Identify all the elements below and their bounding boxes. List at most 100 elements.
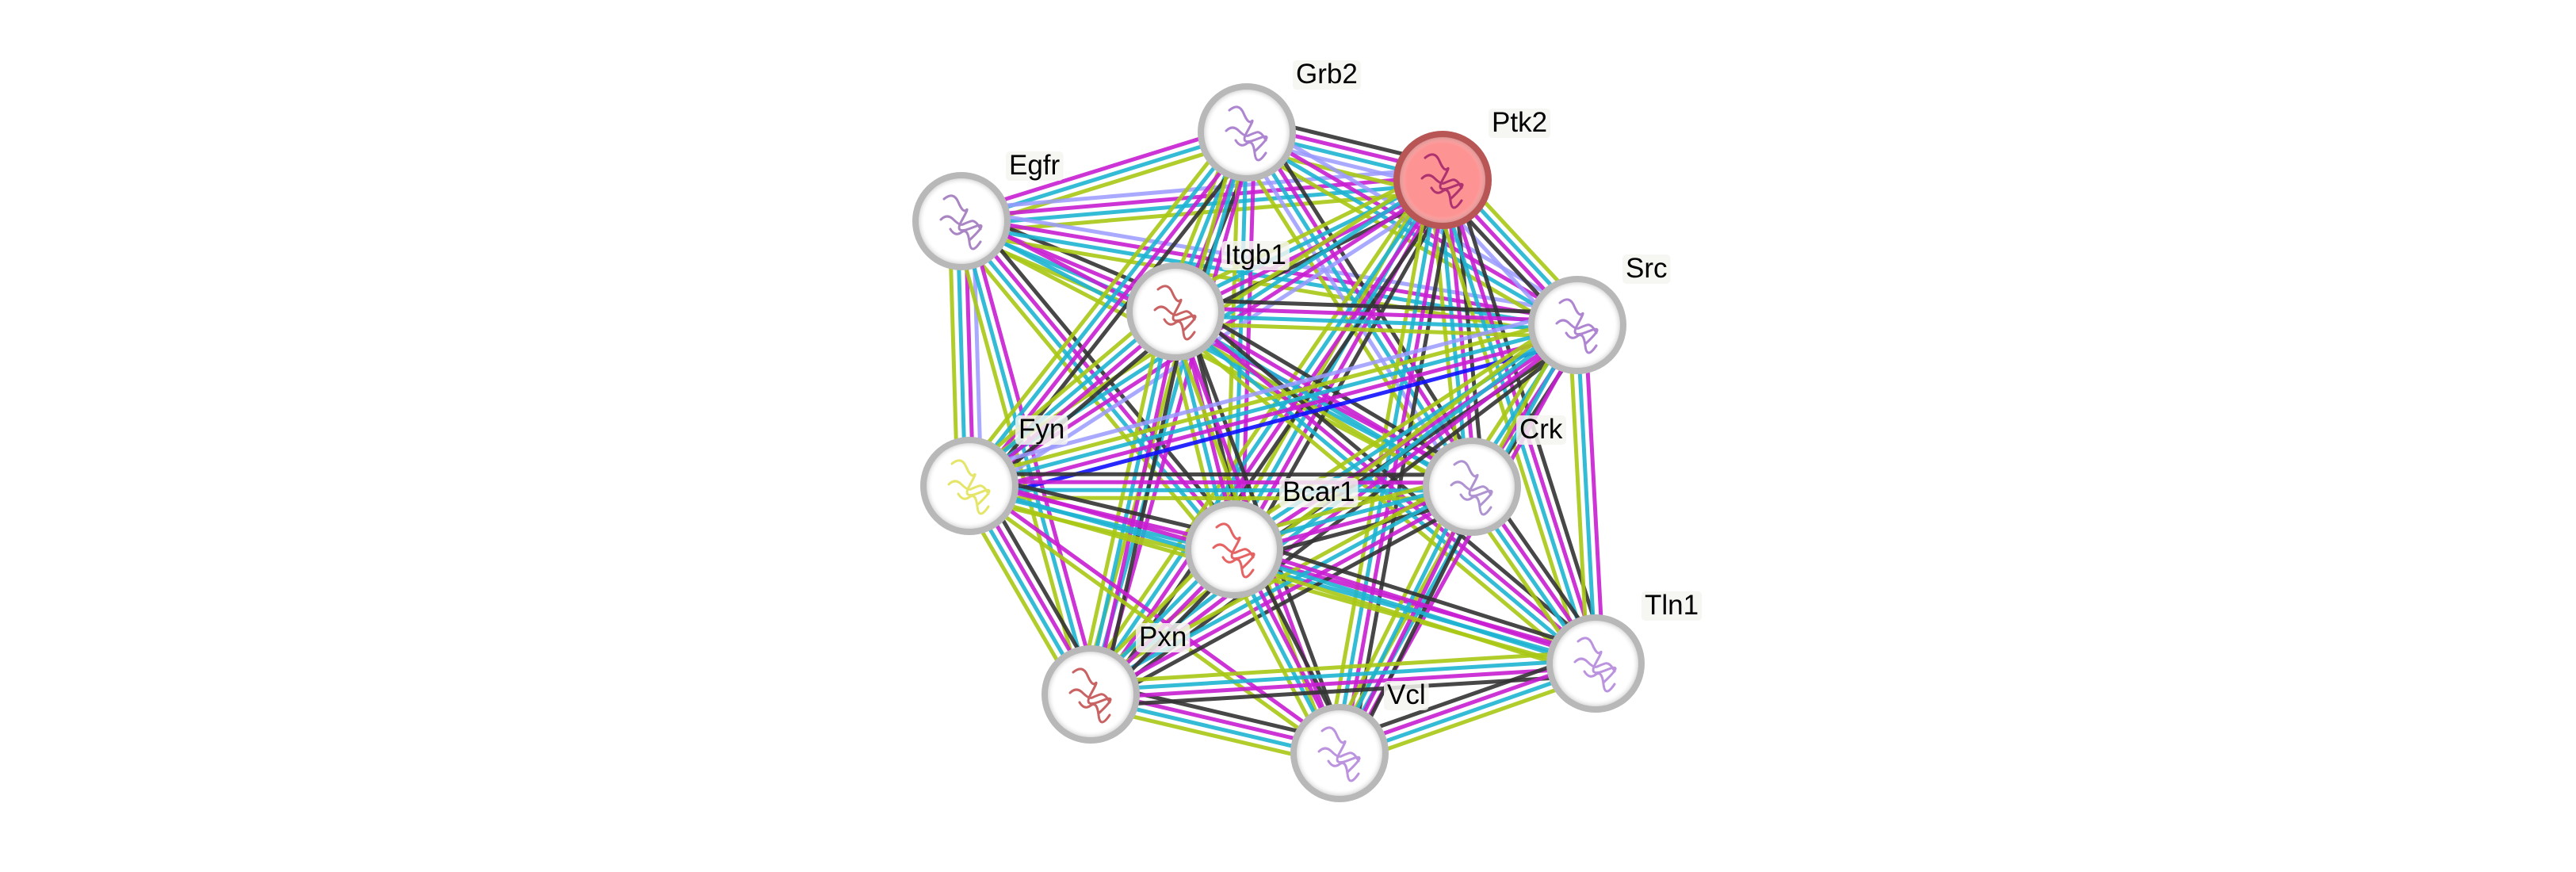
node-label-bcar1: Bcar1 <box>1279 476 1359 507</box>
protein-structure-icon <box>1573 637 1617 693</box>
evidence-line-coexpression <box>1175 297 1578 316</box>
node-label-text: Vcl <box>1387 679 1426 710</box>
evidence-line-textmining <box>966 315 1577 480</box>
node-egfr[interactable] <box>912 172 1011 270</box>
node-label-grb2: Grb2 <box>1293 59 1361 90</box>
evidence-line-textmining <box>1567 325 1590 664</box>
evidence-line-databases <box>1230 319 1577 548</box>
evidence-line-databases <box>961 182 1443 228</box>
evidence-line-experiments <box>970 480 1343 752</box>
label-halo <box>1293 60 1361 90</box>
node-label-text: Fyn <box>1019 414 1064 445</box>
evidence-line-databases <box>1334 484 1470 752</box>
node-itgb1[interactable] <box>1126 262 1225 361</box>
node-label-src: Src <box>1622 253 1671 284</box>
evidence-line-textmining <box>1076 308 1166 693</box>
node-pxn[interactable] <box>1041 645 1140 744</box>
node-label-text: Bcar1 <box>1282 476 1355 507</box>
label-halo <box>1279 478 1359 507</box>
node-label-text: Pxn <box>1139 621 1187 652</box>
evidence-line-experiments <box>1341 488 1477 756</box>
evidence-line-databases <box>969 488 1472 493</box>
edge-fyn-vcl[interactable] <box>965 480 1343 759</box>
protein-structure-icon <box>939 194 983 251</box>
evidence-line-experiments <box>969 480 1473 485</box>
evidence-line-textmining <box>1169 167 1439 303</box>
node-label-vcl: Vcl <box>1384 679 1429 710</box>
node-tln1[interactable] <box>1546 614 1645 713</box>
label-halo <box>1516 415 1566 445</box>
node-label-text: Ptk2 <box>1492 107 1547 138</box>
evidence-line-databases <box>1172 174 1442 310</box>
protein-structure-icon <box>1555 298 1599 354</box>
node-label-pxn: Pxn <box>1136 621 1191 652</box>
protein-structure-icon <box>1153 285 1197 341</box>
label-halo <box>1006 151 1064 181</box>
evidence-line-databases <box>965 128 1246 485</box>
protein-structure-icon <box>947 459 991 515</box>
nodes-layer <box>912 83 1645 802</box>
label-halo <box>1642 591 1703 621</box>
evidence-line-databases <box>969 323 1578 488</box>
node-label-fyn: Fyn <box>1015 414 1068 445</box>
evidence-line-textmining <box>1089 649 1596 685</box>
evidence-line-homology <box>965 308 1574 473</box>
edge-src-fyn[interactable] <box>965 308 1582 503</box>
evidence-line-experiments <box>1092 312 1182 696</box>
evidence-line-experiments <box>1091 665 1596 701</box>
evidence-line-coexpression <box>1095 495 1479 707</box>
node-label-ptk2: Ptk2 <box>1489 107 1551 138</box>
label-halo <box>1489 109 1551 138</box>
label-halo <box>1622 254 1671 284</box>
evidence-line-databases <box>1087 481 1471 693</box>
label-halo <box>1136 623 1191 652</box>
evidence-line-coexpression <box>1099 185 1454 702</box>
node-src[interactable] <box>1528 276 1626 374</box>
evidence-line-databases <box>1090 657 1596 693</box>
label-halo <box>1221 241 1290 270</box>
edge-src-tln1[interactable] <box>1567 324 1606 664</box>
edge-itgb1-pxn[interactable] <box>1076 308 1190 698</box>
evidence-line-databases <box>959 220 1093 695</box>
node-label-text: Egfr <box>1009 150 1061 181</box>
evidence-line-databases <box>1084 310 1174 694</box>
evidence-line-experiments <box>1091 488 1475 700</box>
protein-structure-icon <box>1317 726 1361 782</box>
node-label-text: Crk <box>1519 414 1563 445</box>
evidence-line-coexpression <box>969 212 1245 544</box>
node-label-text: Grb2 <box>1296 59 1358 90</box>
node-label-text: Itgb1 <box>1225 239 1286 270</box>
label-halo <box>1015 415 1068 445</box>
node-bcar1[interactable] <box>1185 500 1283 599</box>
node-label-text: Tln1 <box>1645 590 1699 621</box>
protein-structure-icon <box>1212 522 1256 579</box>
node-label-text: Src <box>1626 253 1668 284</box>
node-label-tln1: Tln1 <box>1642 590 1703 621</box>
evidence-line-coexpression <box>1348 491 1485 759</box>
evidence-line-experiments <box>970 331 1580 496</box>
evidence-line-coexpression <box>1100 313 1190 698</box>
evidence-line-experiments <box>1175 305 1578 323</box>
evidence-line-coexpression <box>969 472 1473 477</box>
protein-structure-icon <box>1225 105 1268 162</box>
edge-pxn-tln1[interactable] <box>1089 649 1597 709</box>
evidence-line-coexpression <box>1236 536 1600 655</box>
evidence-line-textmining <box>958 124 1240 480</box>
evidence-line-textmining <box>965 488 1339 759</box>
node-crk[interactable] <box>1423 438 1521 536</box>
evidence-line-experiments <box>967 218 1101 694</box>
protein-structure-icon <box>1450 460 1493 516</box>
node-grb2[interactable] <box>1198 83 1296 182</box>
label-halo <box>1384 681 1429 710</box>
evidence-line-coexpression <box>1349 182 1457 756</box>
evidence-line-databases <box>1575 324 1598 664</box>
node-fyn[interactable] <box>920 437 1019 535</box>
evidence-line-experiments <box>1583 324 1606 664</box>
node-ptk2[interactable] <box>1393 131 1492 229</box>
evidence-line-experiments <box>958 123 1245 216</box>
node-vcl[interactable] <box>1290 704 1389 802</box>
evidence-line-experiments <box>1234 543 1598 662</box>
evidence-line-databases <box>1232 551 1596 670</box>
